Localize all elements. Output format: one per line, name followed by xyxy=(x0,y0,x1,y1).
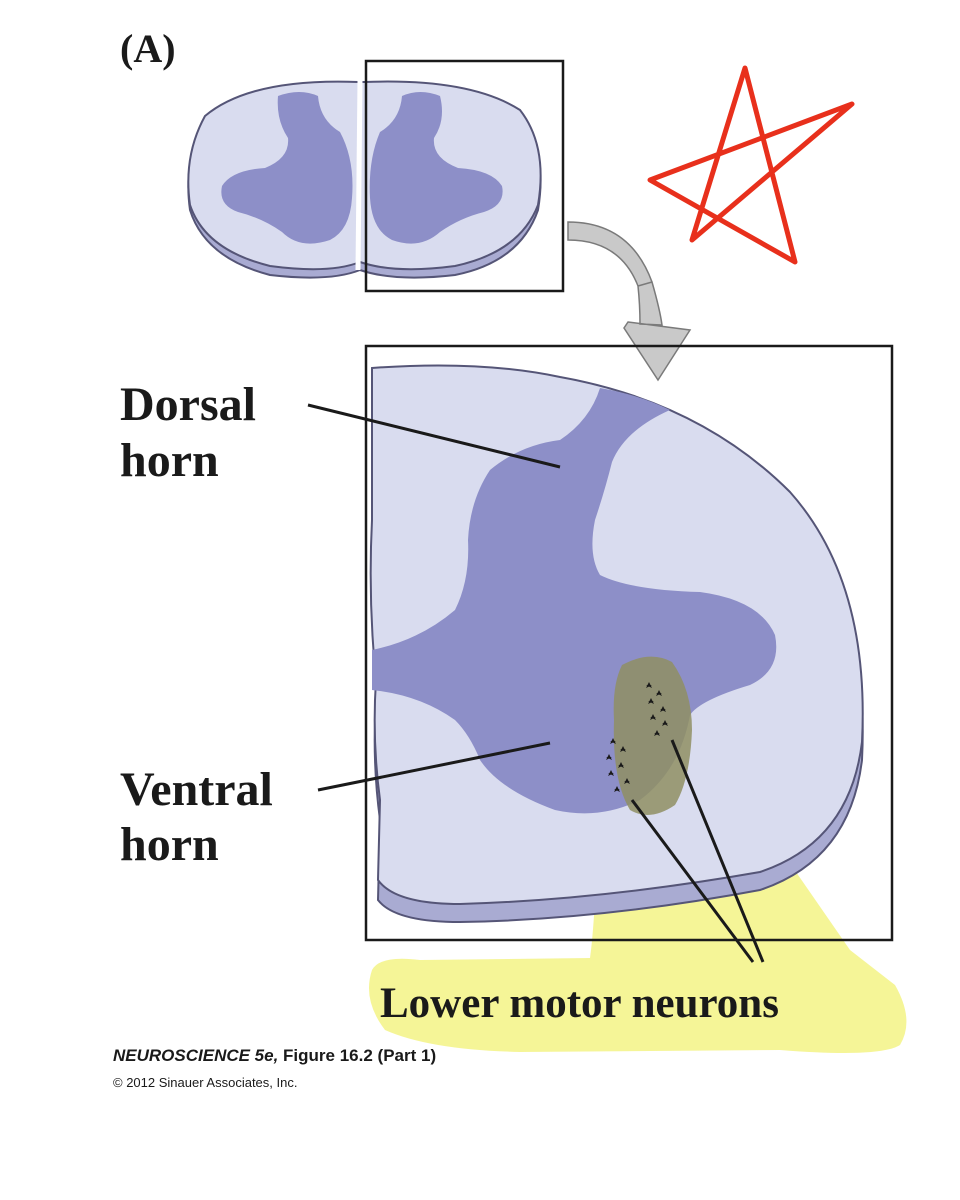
figure-number: Figure 16.2 (Part 1) xyxy=(278,1046,437,1065)
book-title: NEUROSCIENCE 5e, xyxy=(113,1046,279,1065)
dorsal-label-line1: Dorsal xyxy=(120,378,256,431)
small-cross-section xyxy=(187,79,542,279)
enlarged-cross-section xyxy=(369,364,864,924)
dorsal-label-line2: horn xyxy=(120,434,219,487)
motor-neuron-cluster xyxy=(606,682,668,792)
motor-pool-region xyxy=(613,656,692,815)
panel-label: (A) xyxy=(120,26,176,71)
figure-credit: NEUROSCIENCE 5e, Figure 16.2 (Part 1) xyxy=(113,1046,436,1066)
neuron-leader-line-1 xyxy=(630,799,755,963)
enlargement-frame xyxy=(364,344,894,942)
red-star-annotation-icon xyxy=(647,65,855,265)
dorsal-leader-line xyxy=(307,403,561,469)
zoom-selection-box xyxy=(364,59,565,293)
ventral-leader-line xyxy=(317,741,551,792)
copyright-notice: © 2012 Sinauer Associates, Inc. xyxy=(113,1075,298,1090)
curved-arrow-icon xyxy=(567,221,692,382)
ventral-label-line2: horn xyxy=(120,818,219,871)
neurons-label: Lower motor neurons xyxy=(380,980,779,1027)
ventral-label-line1: Ventral xyxy=(120,763,273,816)
neuron-leader-line-2 xyxy=(670,739,765,963)
